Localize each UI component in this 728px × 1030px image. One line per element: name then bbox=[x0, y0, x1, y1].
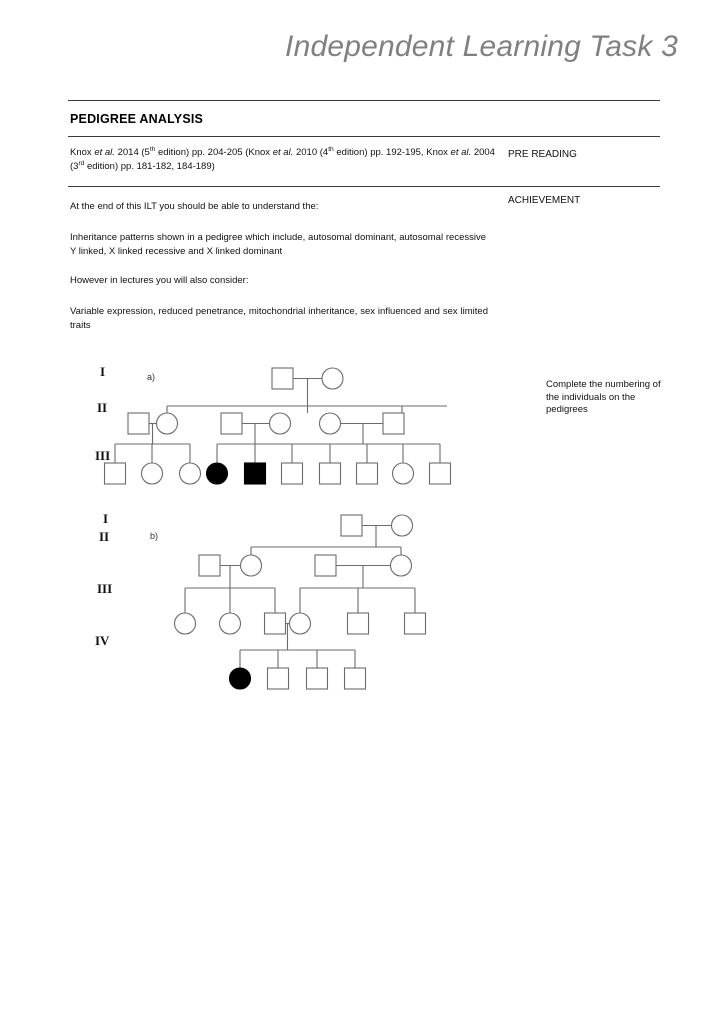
citation-ordinal-1: th bbox=[149, 145, 156, 153]
symbol-male-unaffected bbox=[220, 412, 243, 435]
symbol-female-affected bbox=[205, 462, 229, 485]
symbol-male-unaffected bbox=[314, 554, 337, 577]
symbol-male-unaffected bbox=[428, 462, 452, 485]
pedigree-a-diagram bbox=[103, 367, 452, 485]
citation-etal-2: et al. bbox=[272, 147, 294, 158]
panel-label-a: a) bbox=[147, 372, 156, 382]
panel-label-b: b) bbox=[150, 531, 159, 541]
citation-text-1: Knox bbox=[70, 147, 95, 158]
symbol-female-unaffected bbox=[140, 462, 164, 485]
symbol-female-unaffected bbox=[268, 412, 292, 435]
symbol-female-unaffected bbox=[239, 554, 263, 577]
symbol-female-unaffected bbox=[321, 367, 344, 390]
pedigree-chart-b: I II III IV b) bbox=[95, 505, 455, 700]
pedigree-chart-a: I II III a) bbox=[95, 358, 525, 493]
pre-reading-label: PRE READING bbox=[508, 149, 577, 160]
citation-text-8: edition) pp. 181-182, 184-189) bbox=[84, 160, 215, 172]
symbol-female-unaffected bbox=[389, 554, 413, 577]
symbol-female-affected bbox=[228, 667, 252, 690]
lectures-paragraph: However in lectures you will also consid… bbox=[70, 275, 249, 286]
citation-block: Knox et al. 2014 (5th edition) pp. 204-2… bbox=[70, 146, 495, 173]
symbol-male-unaffected bbox=[318, 462, 342, 485]
symbol-female-unaffected bbox=[318, 412, 342, 435]
pedigree-b-diagram bbox=[173, 514, 427, 690]
divider-bottom bbox=[68, 186, 660, 187]
generation-label-b-4: IV bbox=[95, 633, 110, 648]
symbol-male-unaffected bbox=[103, 462, 127, 485]
symbol-male-unaffected bbox=[280, 462, 304, 485]
symbol-female-unaffected bbox=[390, 514, 414, 537]
symbol-male-unaffected bbox=[266, 667, 290, 690]
divider-middle bbox=[68, 136, 660, 137]
symbol-male-unaffected bbox=[340, 514, 363, 537]
side-note-instruction: Complete the numbering of the individual… bbox=[546, 379, 661, 415]
divider-top bbox=[68, 100, 660, 101]
symbol-male-affected bbox=[243, 462, 267, 485]
generation-label-a-3: III bbox=[95, 448, 111, 463]
symbol-male-unaffected bbox=[271, 367, 294, 390]
generation-label-b-1: I bbox=[103, 511, 109, 526]
symbol-male-unaffected bbox=[198, 554, 221, 577]
citation-text-4: 2010 (4 bbox=[293, 147, 329, 158]
citation-text-2: 2014 (5 bbox=[114, 147, 150, 158]
symbol-female-unaffected bbox=[288, 612, 312, 635]
generation-label-b-2: II bbox=[99, 529, 110, 544]
symbol-male-unaffected bbox=[127, 412, 150, 435]
symbol-male-unaffected bbox=[305, 667, 329, 690]
citation-etal-3: et al. bbox=[450, 147, 472, 158]
generation-label-b-3: III bbox=[97, 581, 113, 596]
symbol-male-unaffected bbox=[403, 612, 427, 635]
citation-text-5: edition) pp. 192-195, bbox=[333, 147, 424, 158]
citation-text-7: 2004 (3 bbox=[70, 147, 495, 172]
page-title: Independent Learning Task 3 bbox=[285, 30, 678, 63]
additional-topics-paragraph: Variable expression, reduced penetrance,… bbox=[70, 306, 488, 331]
symbol-male-unaffected bbox=[355, 462, 379, 485]
generation-label-a-2: II bbox=[97, 400, 108, 415]
section-heading: PEDIGREE ANALYSIS bbox=[70, 112, 204, 126]
symbol-male-unaffected bbox=[263, 612, 287, 635]
symbol-female-unaffected bbox=[178, 462, 202, 485]
symbol-female-unaffected bbox=[391, 462, 415, 485]
symbol-male-unaffected bbox=[343, 667, 367, 690]
citation-text-3: edition) pp. 204-205 (Knox bbox=[155, 147, 273, 158]
intro-paragraph: At the end of this ILT you should be abl… bbox=[70, 201, 319, 212]
achievement-label: ACHIEVEMENT bbox=[508, 195, 581, 206]
generation-label-a-1: I bbox=[100, 364, 106, 379]
citation-etal-1: et al. bbox=[94, 147, 115, 158]
objectives-paragraph: Inheritance patterns shown in a pedigree… bbox=[70, 232, 486, 257]
symbol-male-unaffected bbox=[382, 412, 405, 435]
symbol-female-unaffected bbox=[173, 612, 197, 635]
citation-ordinal-3: rd bbox=[78, 159, 85, 167]
symbol-male-unaffected bbox=[346, 612, 370, 635]
symbol-female-unaffected bbox=[155, 412, 179, 435]
citation-ordinal-2: th bbox=[328, 145, 334, 153]
symbol-female-unaffected bbox=[218, 612, 242, 635]
citation-text-6: Knox bbox=[426, 147, 451, 158]
